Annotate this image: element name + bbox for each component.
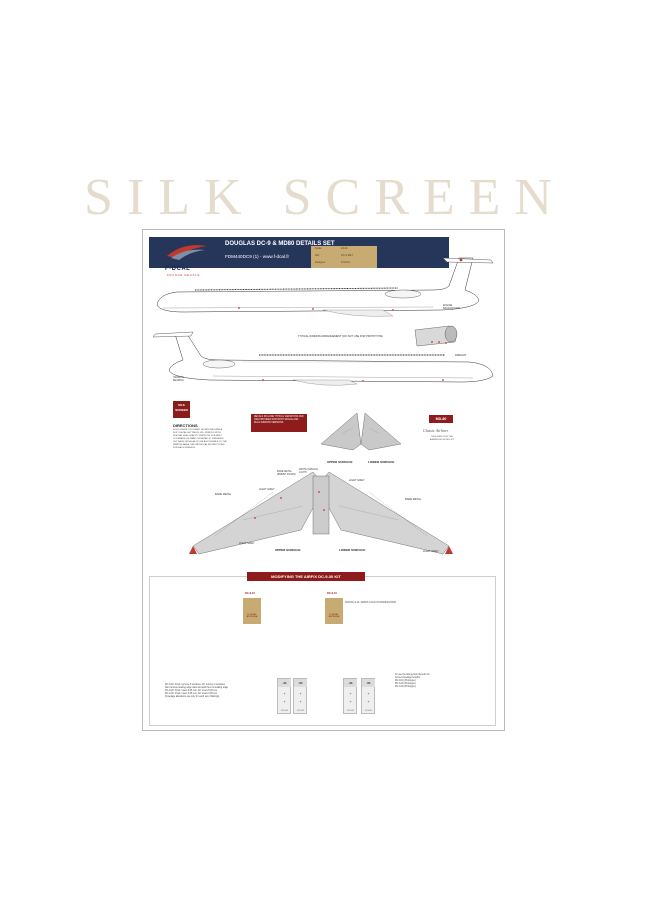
- sheet-subtitle: FDM440DC9 (1) - www.f-dcal.fr: [225, 254, 290, 259]
- top-side-profile-drawing: [156, 257, 494, 317]
- aircraft-drawings: [152, 257, 494, 555]
- small-wing-plans: [320, 412, 402, 451]
- bottom-side-profile-drawing: [152, 331, 494, 386]
- header-gold-panel: [311, 246, 377, 268]
- decal-card-a-head: DC-9-10: [245, 592, 255, 595]
- wing-callout: BARE METAL (BSB/BT 25/40/5): [277, 470, 296, 476]
- md80-badge: MD-80: [429, 415, 453, 423]
- md80-signature: Classic Airliner: [423, 428, 449, 433]
- fairing-tag: -51 + + DC-9-51: [361, 678, 375, 714]
- lower-surface-label-small: LOWER SURFACE: [368, 460, 395, 464]
- modification-panel: [149, 576, 496, 726]
- light-grey-label: LIGHT GREY: [423, 550, 439, 553]
- header-band: [149, 237, 449, 268]
- variations-note-box: DECALS INCLUDE TYPICAL VARIATIONS AND US…: [251, 414, 307, 432]
- engine-note: ENGINE BACKGROUND: [443, 304, 461, 310]
- mod-note-top: FOR DC-9-10 / AIRFIX 1/144 KIT MODIFICAT…: [345, 602, 397, 604]
- large-wing-plans: [189, 471, 453, 555]
- window-arrangement-label: TYPICAL WINDOW ARRANGEMENT (DO NOT USE F…: [298, 335, 383, 338]
- decal-card-b: [325, 598, 343, 624]
- engine-detail-drawing: [414, 325, 458, 347]
- silk-screen-banner: SILK SCREEN: [84, 169, 566, 226]
- light-grey-label: LIGHT GREY: [349, 479, 365, 482]
- directions-text: SOLID WHITE COLOURED DECALS REQUIRE A SO…: [173, 429, 227, 449]
- light-grey-label: LIGHT GREY: [259, 488, 275, 491]
- bare-metal-label: BARE METAL: [215, 493, 232, 496]
- decal-card-b-sub: DORSAL ANTENNA: [328, 614, 340, 618]
- md80-description: DESIGNED FOR THE AIRBRIDGE MODEL KIT: [429, 436, 455, 441]
- light-grey-label: LIGHT GREY: [239, 542, 255, 545]
- instruction-sheet: F-DCAL FRANCE DECALS DOUGLAS DC-9 & MD80…: [142, 229, 505, 731]
- brand-name: F-DCAL: [165, 266, 191, 272]
- freight-label: FREIGHT: [455, 354, 467, 357]
- silk-screen-logo: SILK SCREEN: [173, 401, 190, 418]
- lower-surface-label: LOWER SURFACE: [339, 548, 366, 552]
- mod-notes-left: DC-9-10: Front: remove 3 windows, Aft: r…: [165, 684, 228, 698]
- mod-notes-right: Or use the fairing from Revell's kit Cor…: [395, 674, 430, 688]
- brand-sub: FRANCE DECALS: [167, 273, 200, 277]
- fairing-tag: -51 + + DC-9-51: [293, 678, 307, 714]
- modification-title: MODIFYING THE AIRFIX DC-9-30 KIT: [247, 572, 365, 581]
- wing-callout: WHITE (SPECIAL LIGHT): [299, 468, 319, 474]
- sheet-title: DOUGLAS DC-9 & MD80 DETAILS SET: [225, 241, 335, 247]
- tail-note: VERSION BEARING: [173, 376, 184, 382]
- fairing-tag: -41 + + DC-9-41: [277, 678, 291, 714]
- directions-title: DIRECTIONS: [173, 423, 198, 428]
- fairing-tag: -41 + + DC-9-41: [343, 678, 357, 714]
- upper-surface-label-small: UPPER SURFACE: [327, 460, 353, 464]
- decal-card-a-sub: DORSAL ANTENNA: [246, 614, 258, 618]
- decal-card-b-head: DC-9-10: [327, 592, 337, 595]
- upper-surface-label: UPPER SURFACE: [275, 548, 301, 552]
- decal-card-a: [243, 598, 261, 624]
- gold-row: Ref.DC-9 DET: [315, 254, 353, 257]
- bare-metal-label: BARE METAL: [405, 498, 422, 501]
- fdcal-logo-icon: [167, 245, 207, 260]
